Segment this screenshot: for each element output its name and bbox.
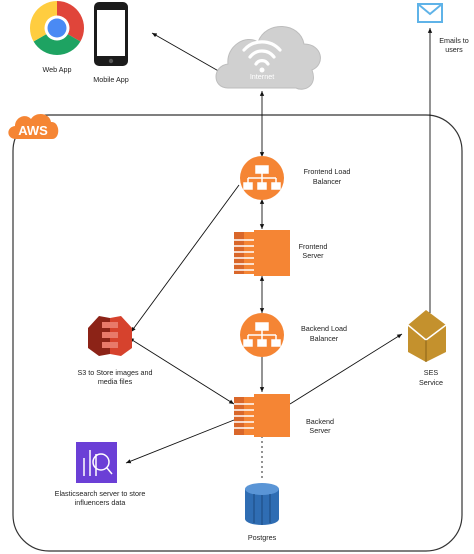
ses-label-line2: Service <box>419 378 443 387</box>
mobile-app-label: Mobile App <box>93 75 129 84</box>
ses-label-line1: SES <box>424 368 439 377</box>
aws-boundary <box>12 114 463 552</box>
s3-label-line1: S3 to Store images and <box>77 368 152 377</box>
frontend-lb-s3-arrow <box>130 184 240 333</box>
frontend-load-balancer-icon <box>240 156 284 200</box>
elasticsearch-label-line1: Elasticsearch server to store <box>55 489 146 498</box>
chrome-icon <box>29 0 85 56</box>
backend-lb-label-line2: Balancer <box>310 334 339 343</box>
s3-bucket-icon <box>88 316 132 356</box>
mobile-internet-arrow <box>151 32 223 74</box>
elasticsearch-icon <box>76 442 117 483</box>
backend-server-label-line1: Backend <box>306 417 334 426</box>
frontend-server-icon <box>234 230 290 276</box>
backend-server-label-line2: Server <box>309 426 331 435</box>
database-icon <box>245 483 279 525</box>
s3-label-line2: media files <box>98 377 133 386</box>
connectors <box>125 28 433 480</box>
backend-lb-label-line1: Backend Load <box>301 324 347 333</box>
backend-elasticsearch-arrow <box>125 419 235 464</box>
emails-label-line2: users <box>445 45 463 54</box>
backend-load-balancer-icon <box>240 313 284 357</box>
frontend-lb-label-line2: Balancer <box>313 177 342 186</box>
smartphone-icon <box>94 2 128 66</box>
postgres-label: Postgres <box>248 533 277 542</box>
ses-icon <box>407 310 447 362</box>
envelope-icon <box>417 3 443 23</box>
emails-label-line1: Emails to <box>439 36 469 45</box>
aws-logo-icon: AWS <box>8 113 59 139</box>
backend-server-icon <box>234 394 290 437</box>
backend-s3-arrow <box>128 337 235 405</box>
frontend-server-label-line1: Frontend <box>299 242 328 251</box>
internet-label: Internet <box>250 72 274 81</box>
frontend-server-label-line2: Server <box>302 251 324 260</box>
elasticsearch-label-line2: influencers data <box>75 498 126 507</box>
aws-logo-label: AWS <box>18 123 48 138</box>
web-app-label: Web App <box>42 65 71 74</box>
backend-ses-arrow <box>289 333 403 405</box>
cloud-wifi-icon <box>215 26 321 90</box>
frontend-lb-label-line1: Frontend Load <box>304 167 351 176</box>
